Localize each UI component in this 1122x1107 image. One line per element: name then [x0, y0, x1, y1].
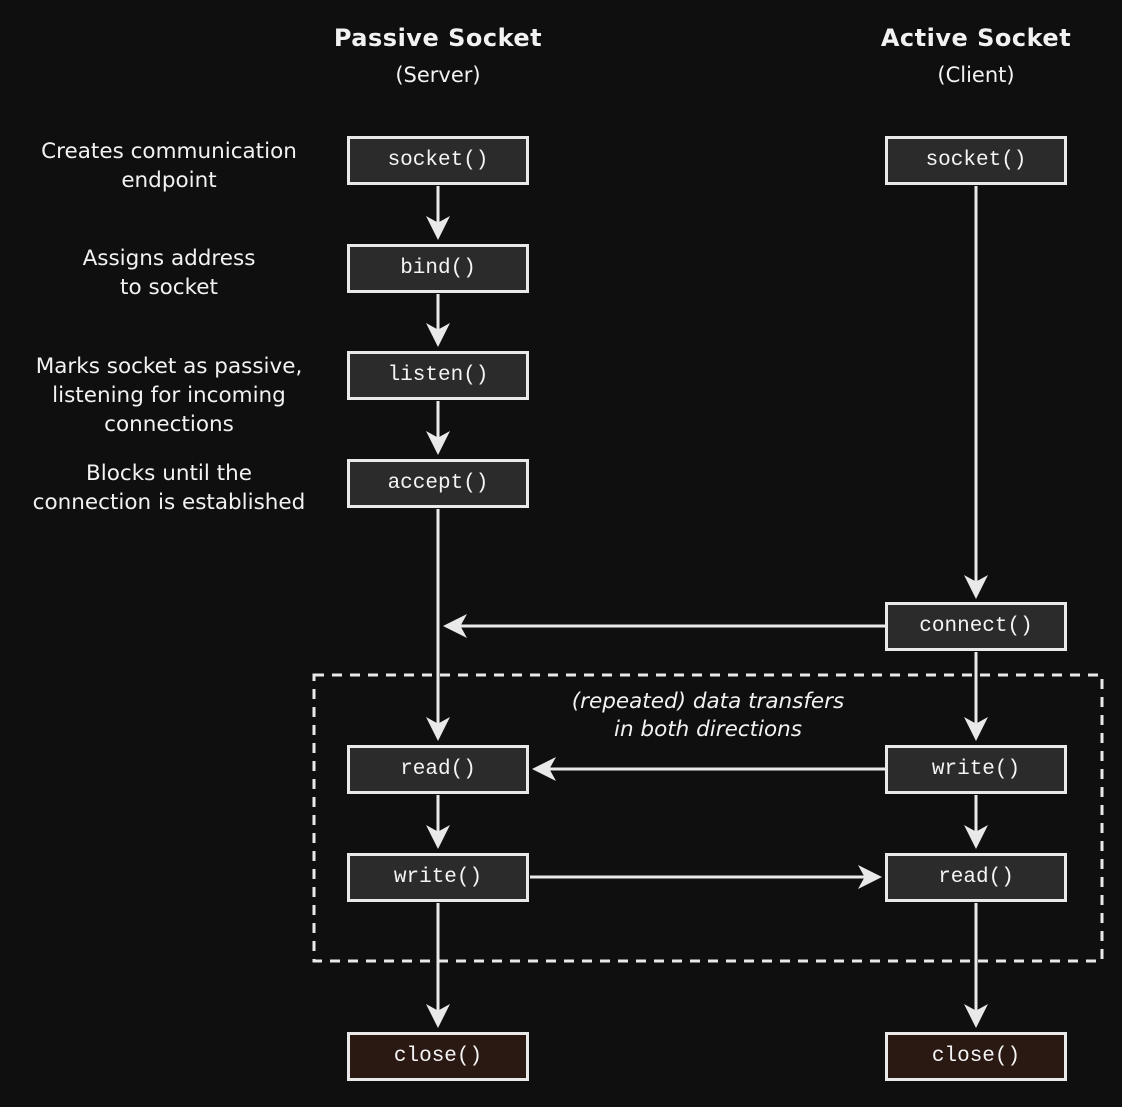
client-connect-box: connect() [885, 602, 1067, 651]
client-column-subtitle: (Client) [937, 63, 1015, 87]
client-read-box: read() [885, 853, 1067, 902]
note-listen: Marks socket as passive, listening for i… [9, 352, 329, 439]
note-socket-line-2: endpoint [121, 168, 217, 193]
client-socket-box: socket() [885, 136, 1067, 185]
server-column-title: Passive Socket [333, 24, 543, 52]
note-accept: Blocks until the connection is establish… [9, 459, 329, 517]
server-bind-box: bind() [347, 244, 529, 293]
data-transfer-label: (repeated) data transfers in both direct… [508, 688, 908, 744]
note-accept-line-1: Blocks until the [86, 461, 252, 486]
server-listen-box: listen() [347, 351, 529, 400]
server-close-box: close() [347, 1032, 529, 1081]
server-column-subtitle: (Server) [395, 63, 481, 87]
note-accept-line-2: connection is established [32, 490, 306, 515]
note-listen-line-2: listening for incoming [52, 383, 286, 408]
data-transfer-label-line-1: (repeated) data transfers [571, 689, 845, 714]
client-column-title: Active Socket [880, 24, 1072, 52]
server-write-box: write() [347, 853, 529, 902]
server-socket-box: socket() [347, 136, 529, 185]
data-transfer-label-line-2: in both directions [613, 717, 803, 742]
note-bind: Assigns address to socket [9, 244, 329, 302]
server-accept-box: accept() [347, 459, 529, 508]
client-write-box: write() [885, 745, 1067, 794]
note-listen-line-3: connections [104, 412, 234, 437]
server-read-box: read() [347, 745, 529, 794]
note-bind-line-1: Assigns address [82, 246, 256, 271]
note-socket: Creates communication endpoint [9, 137, 329, 195]
note-socket-line-1: Creates communication [41, 139, 297, 164]
data-transfer-region [312, 673, 1104, 963]
note-bind-line-2: to socket [120, 275, 218, 300]
note-listen-line-1: Marks socket as passive, [35, 354, 303, 379]
client-close-box: close() [885, 1032, 1067, 1081]
